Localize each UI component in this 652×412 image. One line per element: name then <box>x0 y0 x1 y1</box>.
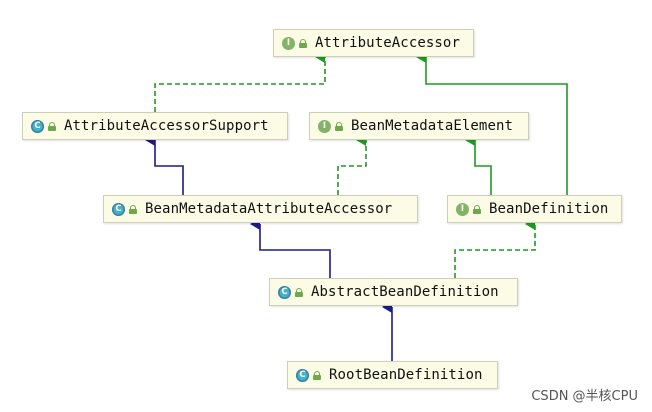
public-lock-icon <box>473 204 481 214</box>
watermark: CSDN @半核CPU <box>531 389 638 404</box>
class-icon: C <box>112 202 125 216</box>
public-lock-icon <box>299 38 307 48</box>
node-label: AttributeAccessorSupport <box>64 118 269 134</box>
class-icon: C <box>278 285 291 299</box>
edge-beanmetadataattributeaccessor-to-beanmetadataelement <box>337 134 367 195</box>
node-rootbeandefinition[interactable]: C RootBeanDefinition <box>287 361 498 389</box>
interface-icon: I <box>456 202 469 216</box>
node-beanmetadataelement[interactable]: I BeanMetadataElement <box>309 112 529 140</box>
public-lock-icon <box>313 370 321 380</box>
node-label: AttributeAccessor <box>315 35 460 51</box>
node-attributeaccessor[interactable]: I AttributeAccessor <box>273 29 474 57</box>
node-label: RootBeanDefinition <box>329 367 483 383</box>
node-beanmetadataattributeaccessor[interactable]: C BeanMetadataAttributeAccessor <box>103 195 418 223</box>
interface-icon: I <box>318 119 331 133</box>
class-icon: C <box>296 368 309 382</box>
public-lock-icon <box>335 121 343 131</box>
public-lock-icon <box>48 121 56 131</box>
edge-beanmetadataattributeaccessor-to-attributeaccessorsupport <box>145 134 184 195</box>
node-label: BeanMetadataElement <box>351 118 514 134</box>
public-lock-icon <box>295 287 303 297</box>
public-lock-icon <box>129 204 137 214</box>
edge-attributeaccessorsupport-to-attributeaccessor <box>154 51 326 112</box>
edge-abstractbeandefinition-to-beandefinition <box>454 218 536 278</box>
edge-beandefinition-to-attributeaccessor <box>416 51 568 195</box>
node-abstractbeandefinition[interactable]: C AbstractBeanDefinition <box>269 278 518 306</box>
node-label: AbstractBeanDefinition <box>311 284 499 300</box>
interface-icon: I <box>282 36 295 50</box>
edge-abstractbeandefinition-to-beanmetadataattributeaccessor <box>250 218 331 278</box>
node-label: BeanDefinition <box>489 201 609 217</box>
class-icon: C <box>31 119 44 133</box>
node-beandefinition[interactable]: I BeanDefinition <box>447 195 622 223</box>
node-label: BeanMetadataAttributeAccessor <box>145 201 393 217</box>
node-attributeaccessorsupport[interactable]: C AttributeAccessorSupport <box>22 112 288 140</box>
edge-beandefinition-to-beanmetadataelement <box>465 134 492 195</box>
